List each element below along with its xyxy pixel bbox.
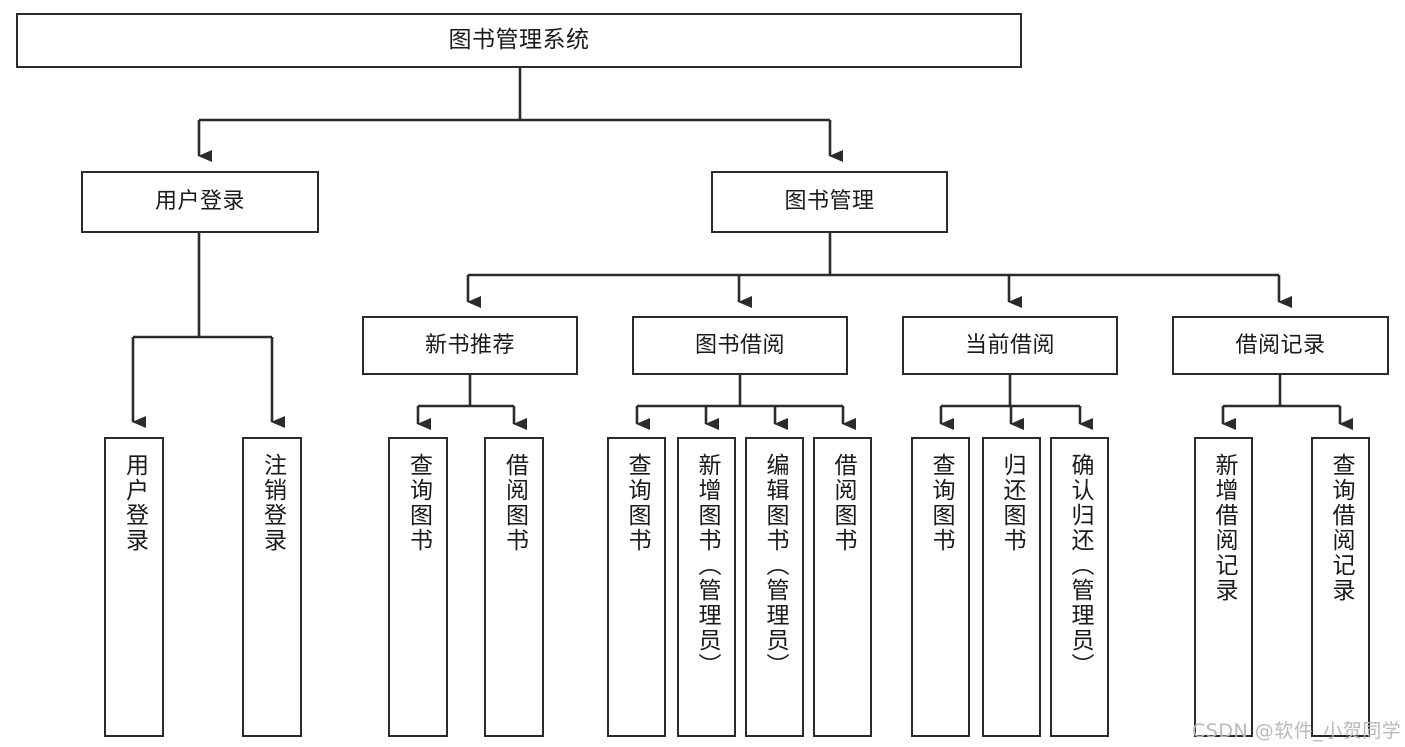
node-leaf-query-book-bor[interactable]: 查询图书 — [607, 437, 666, 737]
node-book-manage[interactable]: 图书管理 — [711, 171, 948, 233]
node-leaf-return-book-label: 归还图书 — [999, 453, 1025, 553]
node-leaf-borrow-book-rec-label: 借阅图书 — [501, 453, 528, 553]
node-leaf-borrow-book-bor-label: 借阅图书 — [830, 453, 856, 553]
node-current-borrow[interactable]: 当前借阅 — [902, 316, 1118, 375]
csdn-watermark: CSDN @软件_小贺同学 — [1192, 720, 1402, 742]
node-leaf-add-book[interactable]: 新增图书（管理员） — [677, 437, 736, 737]
node-leaf-add-record[interactable]: 新增借阅记录 — [1194, 437, 1253, 737]
node-leaf-query-book-rec[interactable]: 查询图书 — [388, 437, 448, 737]
node-leaf-confirm-return[interactable]: 确认归还（管理员） — [1050, 437, 1109, 737]
node-leaf-query-book-cur[interactable]: 查询图书 — [911, 437, 970, 737]
node-leaf-query-book-cur-label: 查询图书 — [928, 453, 954, 553]
node-root-label: 图书管理系统 — [448, 26, 590, 53]
node-leaf-borrow-book-rec[interactable]: 借阅图书 — [484, 437, 544, 737]
node-leaf-return-book[interactable]: 归还图书 — [982, 437, 1041, 737]
node-leaf-borrow-book-bor[interactable]: 借阅图书 — [813, 437, 872, 737]
node-book-borrow-label: 图书借阅 — [694, 332, 785, 358]
node-leaf-edit-book[interactable]: 编辑图书（管理员） — [745, 437, 804, 737]
node-leaf-query-book-rec-label: 查询图书 — [405, 453, 432, 553]
node-book-borrow[interactable]: 图书借阅 — [632, 316, 848, 375]
node-new-book-rec-label: 新书推荐 — [424, 332, 515, 358]
node-user-login-label: 用户登录 — [154, 189, 245, 215]
node-leaf-confirm-return-label: 确认归还（管理员） — [1067, 453, 1093, 678]
node-borrow-record[interactable]: 借阅记录 — [1172, 316, 1389, 375]
node-leaf-query-record-label: 查询借阅记录 — [1328, 453, 1354, 603]
node-leaf-user-logout[interactable]: 注销登录 — [242, 437, 302, 737]
node-leaf-add-record-label: 新增借阅记录 — [1211, 453, 1237, 603]
node-root[interactable]: 图书管理系统 — [16, 13, 1022, 68]
node-leaf-add-book-label: 新增图书（管理员） — [694, 453, 720, 678]
node-leaf-query-record[interactable]: 查询借阅记录 — [1311, 437, 1370, 737]
node-leaf-user-login[interactable]: 用户登录 — [104, 437, 164, 737]
node-current-borrow-label: 当前借阅 — [964, 332, 1055, 358]
node-borrow-record-label: 借阅记录 — [1235, 332, 1326, 358]
node-leaf-user-logout-label: 注销登录 — [259, 453, 286, 553]
node-book-manage-label: 图书管理 — [784, 189, 875, 215]
node-new-book-rec[interactable]: 新书推荐 — [362, 316, 578, 375]
node-leaf-query-book-bor-label: 查询图书 — [624, 453, 650, 553]
node-user-login[interactable]: 用户登录 — [81, 171, 319, 233]
node-leaf-user-login-label: 用户登录 — [121, 453, 148, 553]
node-leaf-edit-book-label: 编辑图书（管理员） — [762, 453, 788, 678]
